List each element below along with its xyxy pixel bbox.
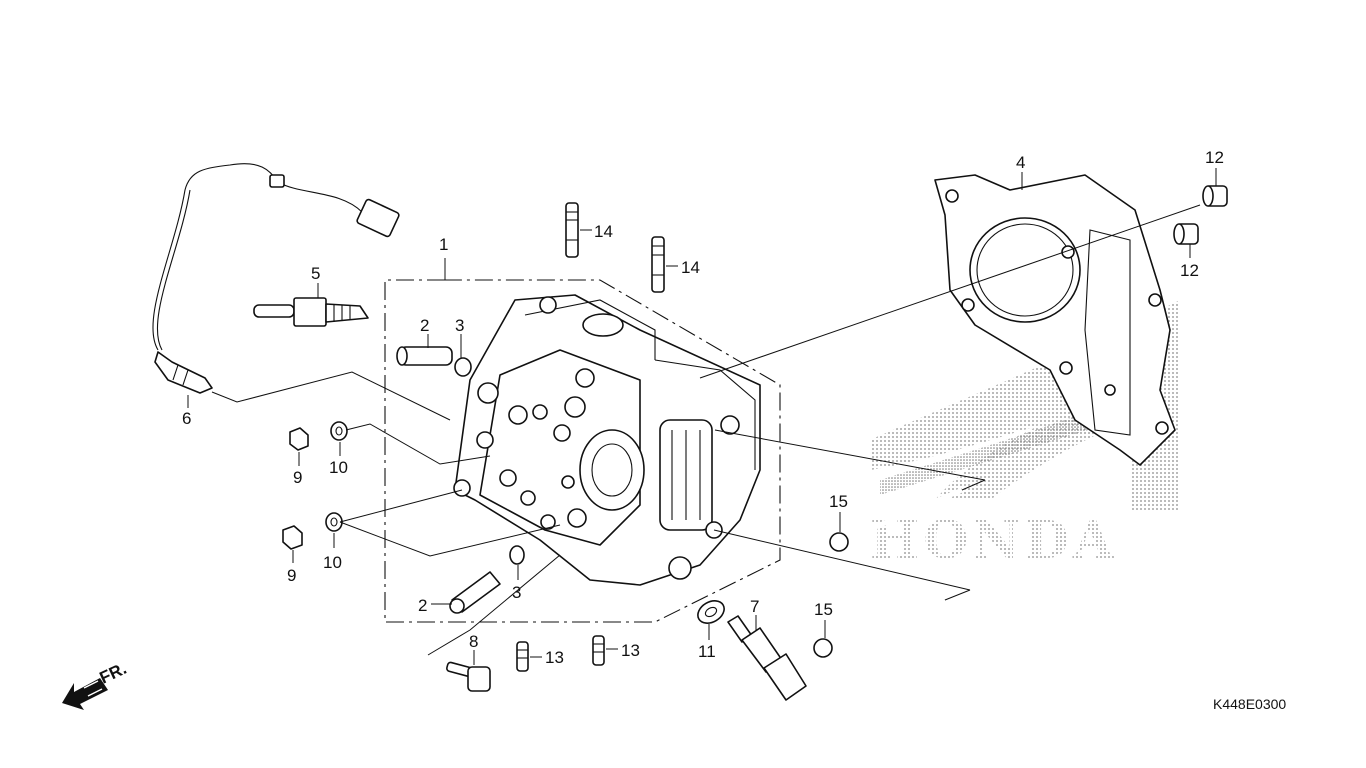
long-bolt-upper (829, 487, 963, 552)
callout-1: 1 (439, 235, 448, 254)
callout-13: 13 (621, 641, 640, 660)
valve-guide-lower (449, 571, 501, 614)
stud-13-right (592, 635, 605, 666)
dowel-pin-lower (1173, 223, 1199, 245)
callout-9: 9 (287, 566, 296, 585)
callout-12: 12 (1180, 261, 1199, 280)
callout-15: 15 (814, 600, 833, 619)
watermark-word: HONDA (870, 510, 1117, 571)
leader-lines (187, 168, 1217, 665)
clip-lower (509, 545, 525, 565)
front-arrow-icon (62, 678, 108, 710)
callout-3: 3 (455, 316, 464, 335)
callout-14: 14 (594, 222, 613, 241)
dowel-pin-upper (1202, 185, 1228, 207)
callout-10: 10 (323, 553, 342, 572)
callout-numbers: 1 2 2 3 3 4 5 6 7 8 9 9 10 10 11 12 12 1… (182, 148, 1224, 667)
callout-8: 8 (469, 632, 478, 651)
cylinder-head (453, 294, 761, 586)
callout-13: 13 (545, 648, 564, 667)
temperature-sensor (727, 615, 807, 701)
washer-upper (330, 421, 348, 441)
callout-9: 9 (293, 468, 302, 487)
flange-bolt (446, 661, 491, 692)
long-bolt-lower (813, 597, 946, 658)
callout-14: 14 (681, 258, 700, 277)
diagram-code: K448E0300 (1213, 696, 1286, 712)
nut-upper (289, 427, 309, 451)
callout-11: 11 (698, 642, 716, 661)
callout-6: 6 (182, 409, 191, 428)
stud-13-left (516, 641, 529, 672)
cylinder-head-outline (384, 279, 781, 623)
oxygen-sensor (152, 163, 400, 394)
callout-2: 2 (420, 316, 429, 335)
callout-7: 7 (750, 597, 759, 616)
callout-12: 12 (1205, 148, 1224, 167)
washer-lower (325, 512, 343, 532)
nut-lower (282, 525, 303, 550)
callout-5: 5 (311, 264, 320, 283)
sealing-washer (697, 600, 725, 624)
valve-guide-upper (396, 346, 453, 366)
callout-3: 3 (512, 583, 521, 602)
stud-bolt-right (651, 236, 665, 293)
callout-10: 10 (329, 458, 348, 477)
callout-15: 15 (829, 492, 848, 511)
stud-bolt-left (565, 202, 579, 258)
cylinder-gasket (934, 174, 1176, 466)
spark-plug (253, 297, 369, 327)
front-direction-indicator: FR. (62, 659, 130, 710)
clip-upper (454, 357, 472, 377)
callout-4: 4 (1016, 153, 1025, 172)
callout-2: 2 (418, 596, 427, 615)
